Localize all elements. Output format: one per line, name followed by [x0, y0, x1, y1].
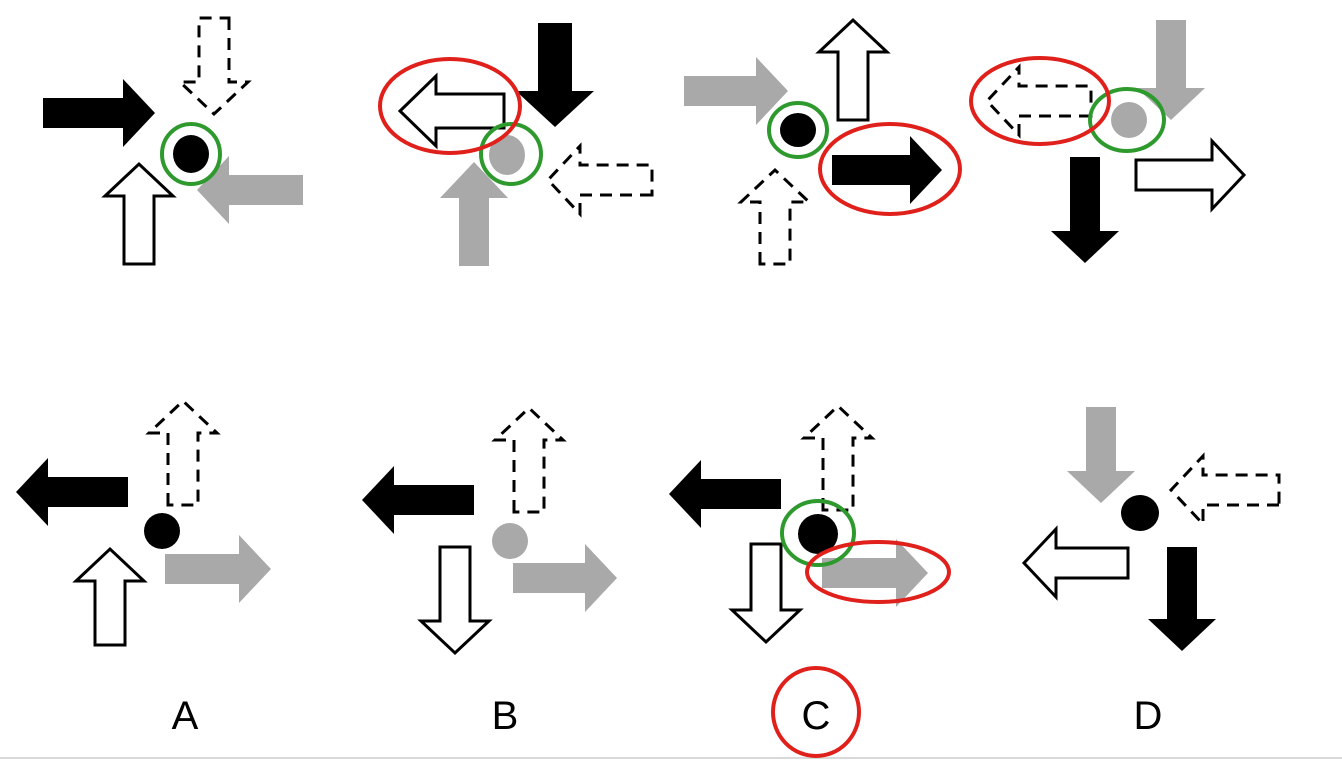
dashed-outline-arrow	[145, 398, 221, 507]
option-label-b: B	[491, 694, 519, 738]
gray-filled-arrow	[165, 535, 271, 603]
green-highlight-ring	[160, 122, 222, 186]
gray-dot	[492, 523, 528, 559]
option-label-d: D	[1133, 694, 1163, 738]
gray-filled-arrow	[440, 162, 508, 266]
green-highlight-ring	[767, 101, 829, 159]
gray-filled-arrow	[684, 57, 788, 125]
black-filled-arrow	[43, 79, 155, 147]
white-outline-arrow	[1134, 137, 1247, 213]
white-outline-arrow	[1021, 525, 1130, 601]
panel-shapes	[16, 16, 1281, 758]
dashed-outline-arrow	[984, 63, 1093, 139]
dashed-outline-arrow	[737, 167, 813, 266]
red-highlight-ellipse	[378, 57, 522, 155]
gray-filled-arrow	[822, 539, 928, 607]
black-filled-arrow	[669, 460, 781, 528]
white-outline-arrow	[101, 161, 177, 266]
white-outline-arrow	[397, 72, 506, 150]
green-highlight-ring	[1088, 87, 1166, 153]
dashed-outline-arrow	[491, 405, 567, 514]
white-outline-arrow	[815, 17, 891, 122]
white-outline-arrow	[728, 542, 804, 645]
green-highlight-ring	[780, 499, 856, 567]
red-highlight-ellipse	[969, 56, 1111, 146]
black-dot	[798, 514, 838, 554]
white-outline-arrow	[72, 546, 148, 647]
dashed-outline-arrow	[1168, 452, 1281, 528]
dashed-outline-arrow	[545, 142, 654, 218]
gray-filled-arrow	[513, 544, 617, 612]
black-dot	[1121, 495, 1159, 531]
red-highlight-ellipse	[805, 540, 951, 604]
gray-dot	[1111, 102, 1147, 138]
red-highlight-ellipse	[818, 122, 962, 216]
option-label-a: A	[171, 694, 199, 738]
gray-filled-arrow	[1137, 20, 1205, 120]
black-filled-arrow	[832, 136, 942, 204]
white-outline-arrow	[417, 545, 493, 656]
black-filled-arrow	[16, 458, 128, 526]
black-filled-arrow	[516, 23, 594, 127]
green-highlight-ring	[479, 122, 543, 186]
black-dot	[144, 513, 180, 549]
black-filled-arrow	[1148, 547, 1216, 651]
dashed-outline-arrow	[176, 16, 252, 117]
red-answer-circle	[771, 666, 861, 758]
black-filled-arrow	[362, 466, 474, 534]
gray-filled-arrow	[1067, 407, 1135, 503]
black-dot	[780, 113, 816, 147]
option-label-c: C	[801, 694, 831, 738]
black-filled-arrow	[1051, 157, 1119, 263]
gray-filled-arrow	[197, 156, 303, 224]
dashed-outline-arrow	[800, 403, 876, 512]
gray-dot	[489, 135, 525, 175]
black-dot	[173, 135, 209, 173]
